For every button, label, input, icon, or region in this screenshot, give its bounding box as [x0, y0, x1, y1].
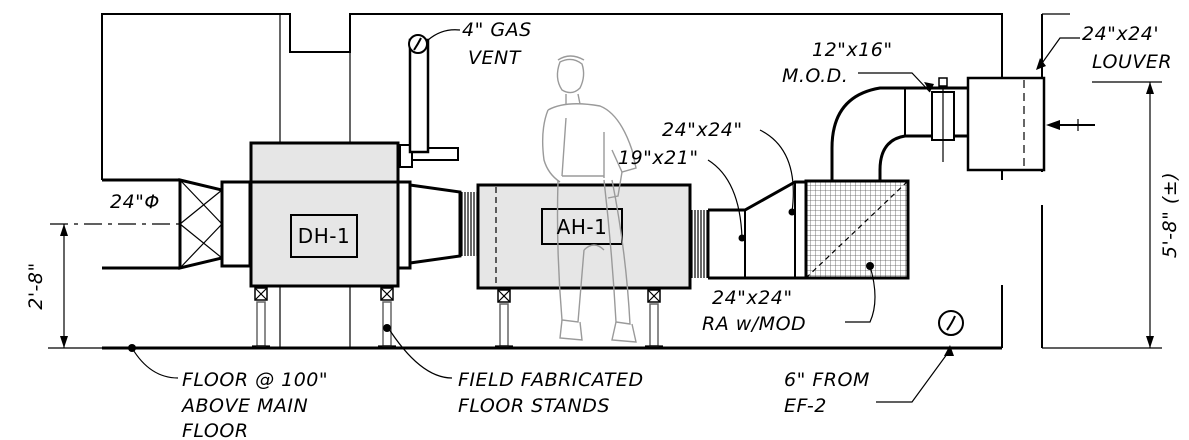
outside-air-duct — [830, 76, 1095, 181]
louver-label-line1: 24"x24' — [1082, 23, 1159, 45]
stands-label-line1: FIELD FABRICATED — [458, 369, 644, 391]
gas-vent-label-line1: 4" GAS — [462, 19, 532, 41]
duct-diameter-label: 24"Φ — [110, 191, 160, 213]
duct-24x24-label: 24"x24" — [662, 119, 743, 141]
ah-1-tag: AH-1 — [557, 215, 608, 239]
leader-lines — [128, 37, 1080, 403]
dehumidifier-unit — [249, 141, 459, 288]
return-air-duct — [691, 179, 910, 280]
connecting-duct — [396, 180, 478, 270]
exhaust-fan-symbol — [938, 310, 964, 336]
gas-vent-label-line2: VENT — [468, 47, 522, 69]
ra-label-line2: RA w/MOD — [702, 313, 806, 335]
left-height-dimension: 2'-8" — [25, 262, 47, 310]
stands-label-line2: FLOOR STANDS — [458, 395, 610, 417]
air-handler-unit — [476, 183, 692, 290]
louver-label-line2: LOUVER — [1092, 51, 1172, 73]
duct-19x21-label: 19"x21" — [618, 147, 699, 169]
floor-label-line1: FLOOR @ 100" — [182, 369, 328, 391]
mod-label-line2: M.O.D. — [782, 65, 848, 87]
ef-label-line2: EF-2 — [784, 395, 827, 417]
person-scale-figure — [541, 55, 637, 343]
ra-label-line1: 24"x24" — [712, 287, 793, 309]
right-height-dimension: 5'-8" (±) — [1159, 172, 1181, 258]
dimension-lines — [48, 81, 1162, 349]
gas-vent — [408, 29, 461, 154]
dh-1-tag: DH-1 — [298, 224, 350, 248]
floor-label-line2: ABOVE MAIN — [180, 395, 308, 417]
ef-label-line1: 6" FROM — [784, 369, 870, 391]
floor-label-line3: FLOOR — [182, 420, 249, 440]
floor-stands — [252, 287, 663, 347]
mod-label-line1: 12"x16" — [812, 39, 893, 61]
